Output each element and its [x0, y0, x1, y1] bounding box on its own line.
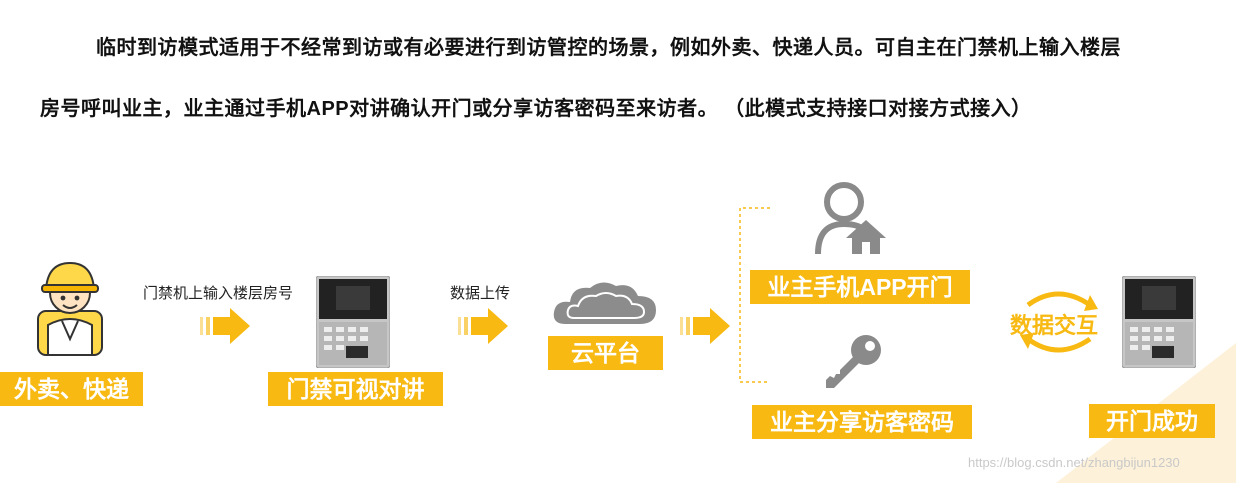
delivery-person-icon: [30, 255, 110, 370]
user-home-icon: [814, 180, 888, 261]
visitor-label: 外卖、快递: [0, 372, 143, 406]
step2-label: 数据上传: [450, 285, 511, 302]
intercom-device-icon: [316, 276, 390, 368]
arrow-right-icon: [200, 306, 252, 346]
intercom-device-icon: [1122, 276, 1196, 368]
owner-share-label: 业主分享访客密码: [752, 405, 972, 439]
key-icon: [822, 332, 884, 397]
device-label: 门禁可视对讲: [268, 372, 443, 406]
arrow-right-icon: [458, 306, 510, 346]
watermark-text: https://blog.csdn.net/zhangbijun1230: [968, 455, 1180, 470]
success-label: 开门成功: [1089, 404, 1215, 438]
exchange-cycle-icon: [1012, 289, 1106, 360]
cloud-label: 云平台: [548, 336, 663, 370]
cloud-icon: [552, 278, 658, 333]
step1-label: 门禁机上输入楼层房号: [143, 285, 294, 302]
intro-paragraph: 临时到访模式适用于不经常到访或有必要进行到访管控的场景，例如外卖、快递人员。可自…: [40, 37, 1121, 120]
branch-bracket: [738, 206, 778, 389]
owner-app-label: 业主手机APP开门: [750, 270, 970, 304]
arrow-right-icon: [680, 306, 732, 346]
exchange-label: 数据交互: [1010, 313, 1099, 338]
